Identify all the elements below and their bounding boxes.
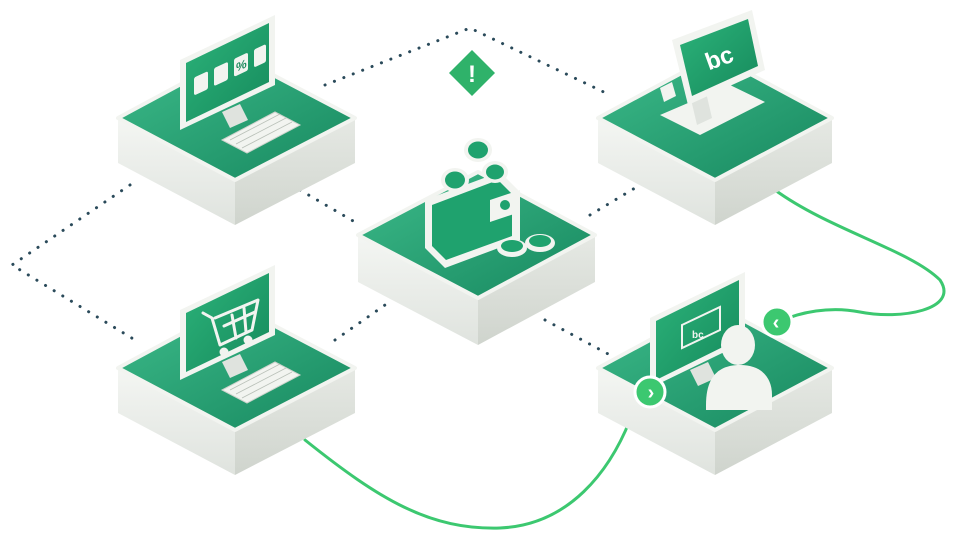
dotted-connections: [9, 26, 642, 357]
dotted-path-center-right: [588, 183, 642, 217]
coin-stack-icon: [441, 138, 555, 257]
alert-icon: !: [449, 50, 495, 96]
bc-coin-icon: [194, 71, 208, 95]
green-path-right: [773, 188, 946, 324]
platform-side-right: [235, 368, 355, 475]
platform-shopping-cart-store: [116, 265, 357, 475]
screen-tiles: %: [194, 44, 266, 95]
arrow-left-icon: ‹: [773, 312, 780, 334]
keyboard-icon: [220, 111, 302, 154]
arrow-right-icon: ›: [648, 382, 655, 404]
wallet-icon: [425, 172, 520, 268]
arrow-right-badge: ›: [633, 375, 667, 409]
gift-icon: [254, 44, 266, 67]
dotted-path-center-lower-left: [333, 303, 387, 342]
keyboard-icon: [220, 361, 302, 404]
pos-terminal-icon: bc: [660, 10, 765, 135]
dotted-path-top: [323, 26, 612, 97]
monitor-stand: [690, 362, 716, 386]
monitor-screen: [656, 280, 739, 380]
arrow-left-badge: ‹: [760, 305, 794, 339]
shopping-cart-icon: [201, 298, 260, 357]
percent-icon: %: [234, 53, 248, 77]
platform-wallet-hub: !: [356, 50, 597, 345]
keyboard-keys: [229, 113, 293, 149]
platform-side-left: [118, 118, 235, 225]
platform-side-left: [598, 118, 715, 225]
plant-icon: [214, 62, 228, 86]
dotted-path-center-left: [298, 188, 362, 227]
platform-side-right: [715, 368, 832, 475]
monitor-screen: [186, 273, 269, 372]
keyboard-keys: [229, 363, 293, 399]
platform-side-right: [715, 118, 832, 225]
platform-pos-terminal: bc: [596, 10, 834, 225]
platform-online-store: %: [116, 15, 357, 225]
dotted-path-left: [9, 183, 137, 342]
monitor-stand: [222, 104, 248, 128]
platform-customer-checkout: bc: [596, 272, 834, 475]
customer-icon: [706, 325, 772, 410]
platform-side-left: [118, 368, 235, 475]
payment-card-icon: bc: [681, 305, 721, 350]
monitor-stand: [222, 354, 248, 378]
platform-side-right: [235, 118, 355, 225]
platform-side-left: [598, 368, 715, 475]
svg-text:!: !: [468, 61, 476, 88]
svg-text:bc: bc: [692, 330, 704, 341]
platform-side-left: [358, 235, 478, 345]
svg-text:%: %: [236, 57, 247, 75]
dotted-path-center-lower-right: [543, 318, 612, 357]
platform-side-right: [478, 235, 595, 345]
